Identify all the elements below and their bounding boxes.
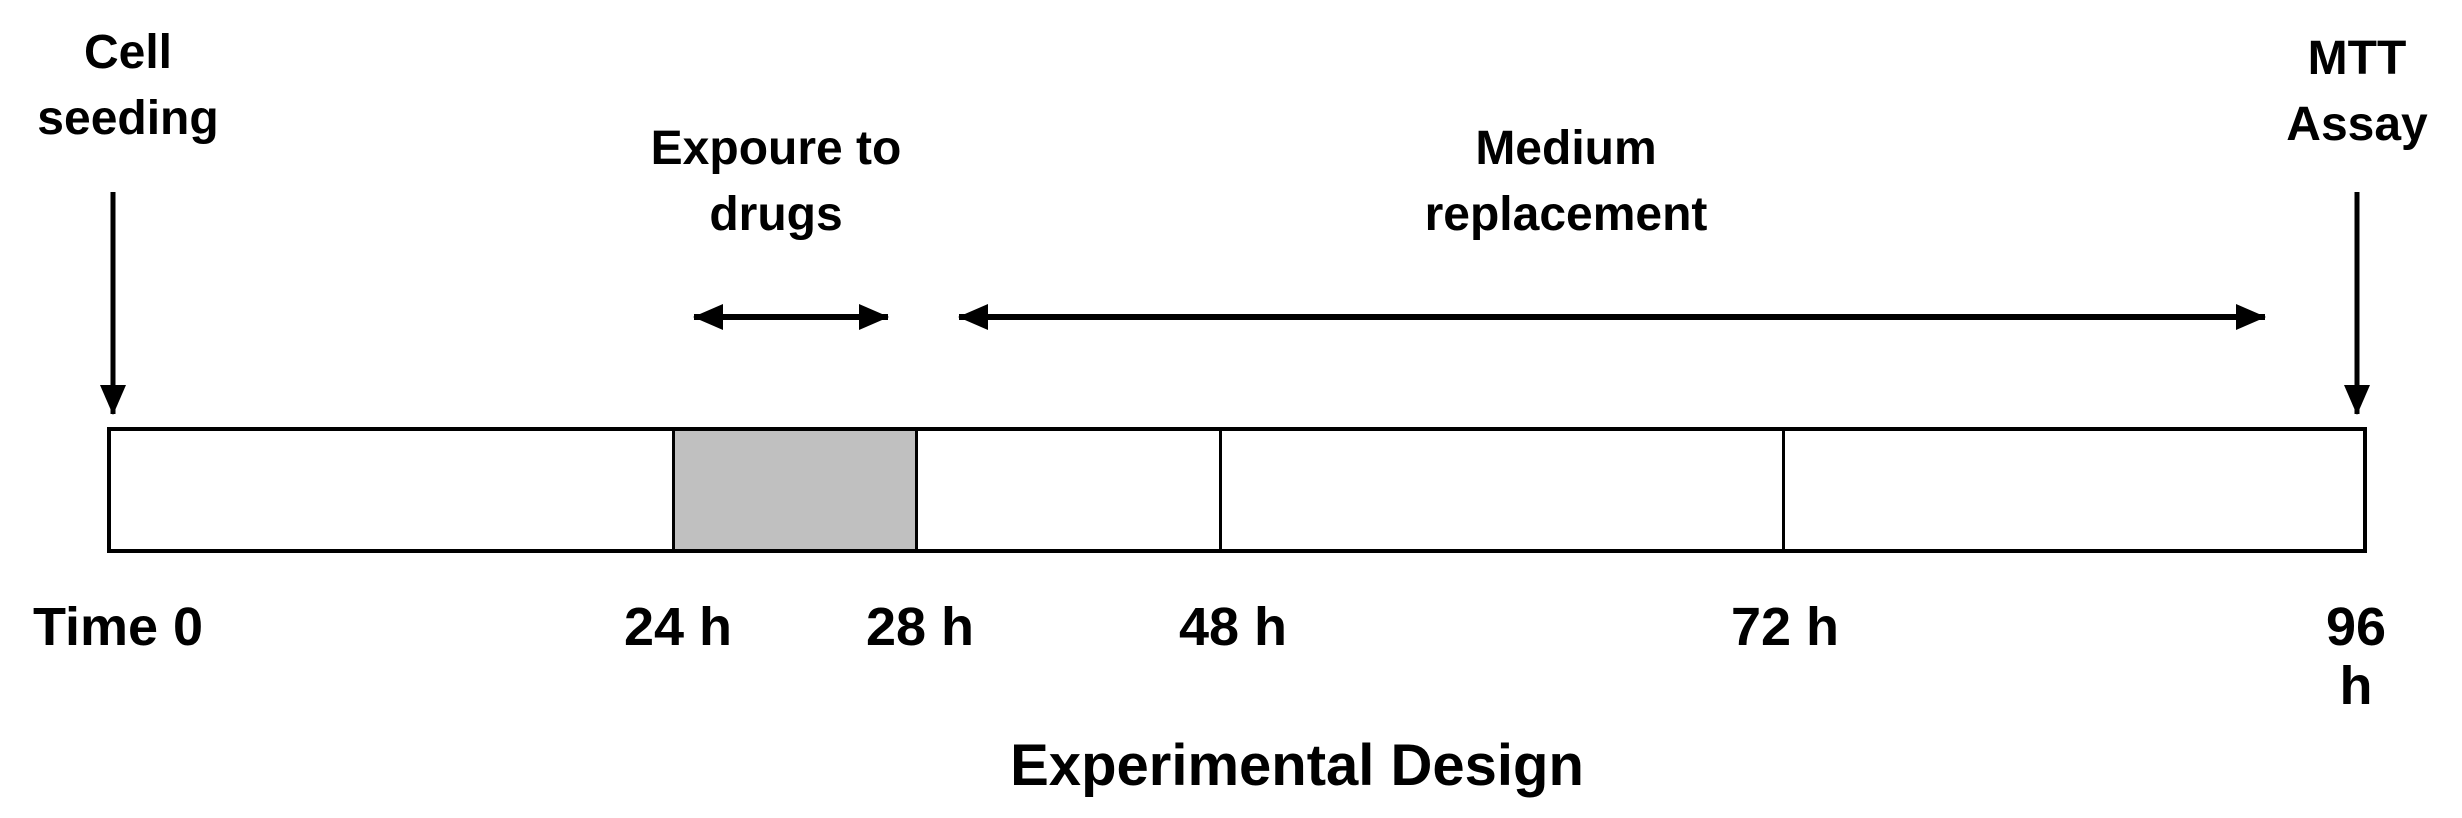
divider-72h	[1782, 431, 1785, 549]
tick-time-0: Time 0	[32, 597, 204, 657]
tick-24h: 24 h	[623, 597, 733, 657]
drug-exposure-label: Expoure to drugs	[650, 122, 902, 242]
timeline-bar	[107, 427, 2367, 553]
medium-replacement-label: Medium replacement	[1424, 122, 1708, 242]
divider-48h	[1219, 431, 1222, 549]
drug-exposure-segment	[672, 431, 918, 549]
diagram-title: Experimental Design	[1010, 733, 1584, 798]
tick-28h: 28 h	[865, 597, 975, 657]
cell-seeding-label: Cell seeding	[37, 26, 219, 146]
tick-72h: 72 h	[1730, 597, 1840, 657]
tick-48h: 48 h	[1178, 597, 1288, 657]
tick-96h: 96 h	[2325, 597, 2387, 717]
mtt-assay-label: MTT Assay	[2286, 32, 2428, 152]
